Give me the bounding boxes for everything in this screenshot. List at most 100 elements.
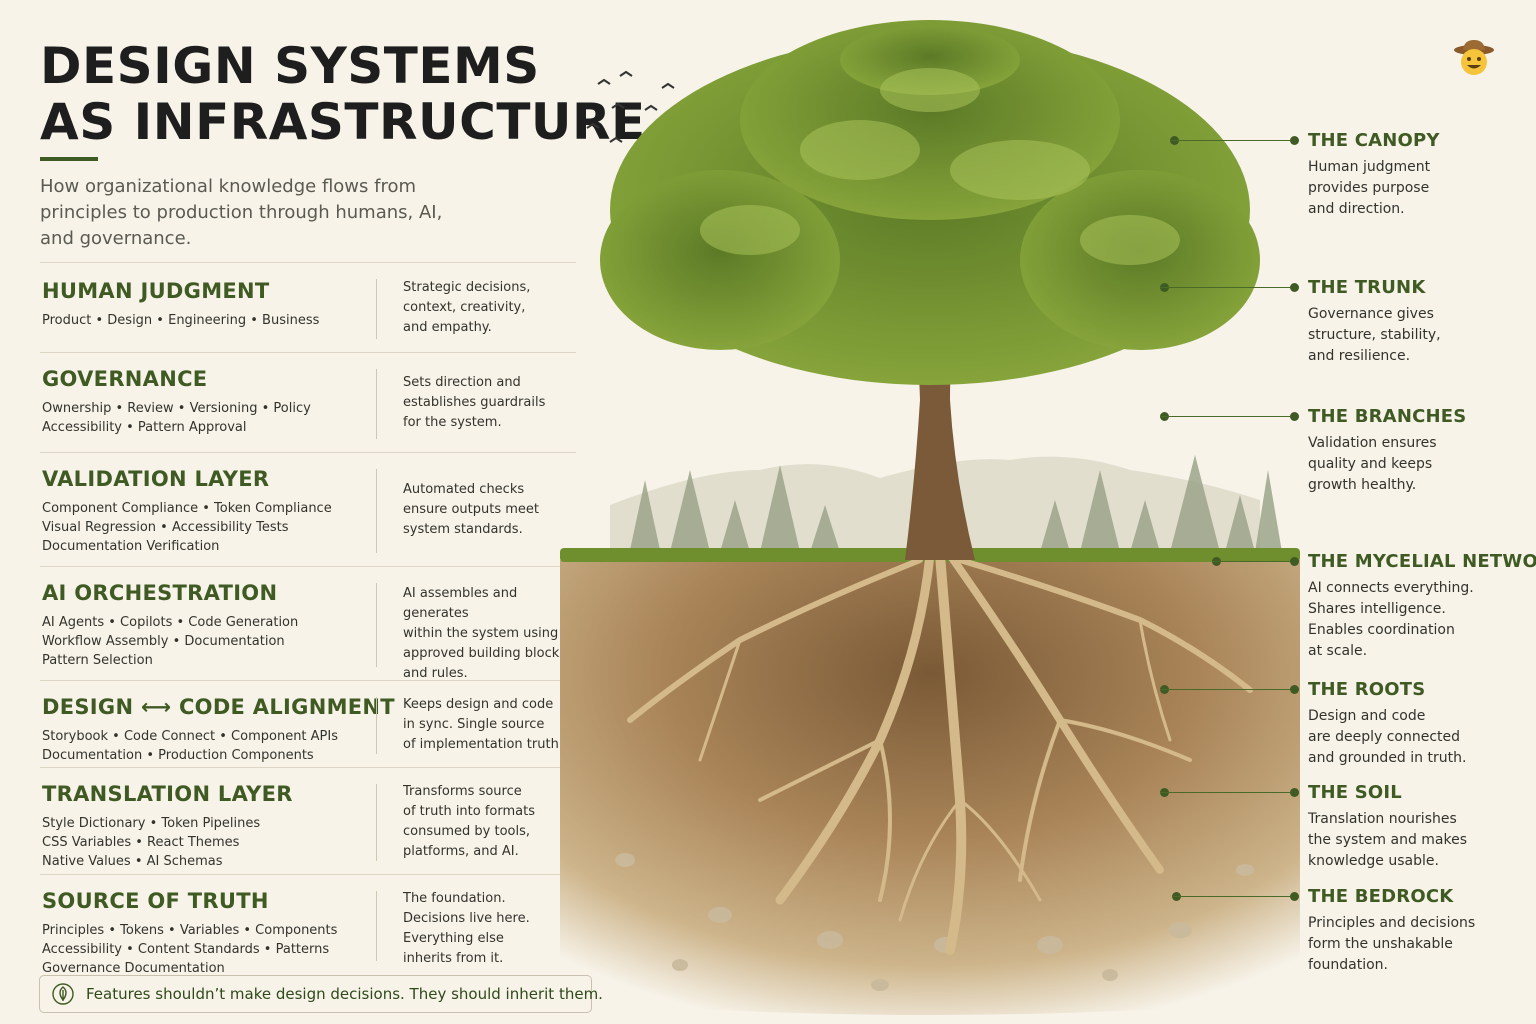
layer-tag-line: Principles • Tokens • Variables • Compon… [42,923,338,938]
callout-text-line: growth healthy. [1308,477,1417,493]
layer-tag-line: Storybook • Code Connect • Component API… [42,729,339,744]
layer-desc-line: platforms, and AI. [403,844,519,859]
callout-text-line: Translation nourishes [1308,811,1457,827]
callout-text-line: Governance gives [1308,306,1434,322]
layer-desc-line: and empathy. [403,320,492,335]
layer-desc-line: within the system using [403,626,559,641]
callout-title: THE BEDROCK [1308,886,1454,907]
layer-description: Strategic decisions, context, creativity,… [403,278,579,338]
callout-line [1160,689,1290,690]
layer-row: VALIDATION LAYER Component Compliance • T… [40,452,576,567]
layer-tag-line: Governance Documentation [42,961,225,976]
layer-desc-line: consumed by tools, [403,824,530,839]
callout-text-line: and direction. [1308,201,1405,217]
layer-tag-line: Product • Design • Engineering • Busines… [42,313,320,328]
layer-desc-line: in sync. Single source [403,717,545,732]
page-title: DESIGN SYSTEMS AS INFRASTRUCTURE [40,38,646,150]
callout-title: THE TRUNK [1308,277,1426,298]
layer-divider [376,891,377,961]
cowboy-emoji-icon [1454,40,1494,75]
callout-line [1160,287,1290,288]
layer-title: DESIGN ⟷ CODE ALIGNMENT [42,695,395,719]
layer-desc-line: inherits from it. [403,951,504,966]
layer-tag-line: Style Dictionary • Token Pipelines [42,816,261,831]
callout-line [1172,896,1290,897]
callout-text-line: Principles and decisions [1308,915,1476,931]
layer-desc-line: of truth into formats [403,804,535,819]
layer-description: The foundation.Decisions live here.Every… [403,889,579,969]
layer-title: VALIDATION LAYER [42,467,270,491]
layer-desc-line: Everything else [403,931,504,946]
footer-text: Features shouldn’t make design decisions… [86,985,603,1003]
layer-row: TRANSLATION LAYER Style Dictionary • Toke… [40,767,576,875]
callout-title: THE CANOPY [1308,130,1440,151]
layer-row: SOURCE OF TRUTH Principles • Tokens • Var… [40,874,579,978]
layer-divider [376,784,377,861]
tree-illustration [560,20,1300,1015]
callout-line [1160,416,1290,417]
layer-tag-line: Component Compliance • Token Compliance [42,501,332,516]
layer-tags: Storybook • Code Connect • Component API… [42,727,362,765]
callout-text-line: are deeply connected [1308,729,1461,745]
callout-text-line: foundation. [1308,957,1388,973]
callout-text-line: the system and makes [1308,832,1468,848]
title-line-1: DESIGN SYSTEMS [40,37,540,95]
callout-dot-end [1290,557,1299,566]
layer-desc-line: AI assembles and generates [403,586,518,621]
layer-tag-line: Visual Regression • Accessibility Tests [42,520,289,535]
layer-desc-line: Transforms source [403,784,522,799]
layer-desc-line: for the system. [403,415,502,430]
layer-desc-line: establishes guardrails [403,395,546,410]
layer-tag-line: Accessibility • Pattern Approval [42,420,247,435]
layer-desc-line: Strategic decisions, [403,280,531,295]
layer-divider [376,279,377,339]
callout-title: THE ROOTS [1308,679,1426,700]
callout-dot-end [1290,685,1299,694]
layer-tags: Principles • Tokens • Variables • Compon… [42,921,362,978]
layer-tags: Ownership • Review • Versioning • Policy… [42,399,362,437]
layer-title: SOURCE OF TRUTH [42,889,269,913]
layer-description: AI assembles and generates within the sys… [403,584,579,684]
layer-title: TRANSLATION LAYER [42,782,293,806]
layer-divider [376,369,377,439]
callout-line [1212,561,1290,562]
layer-desc-line: ensure outputs meet [403,502,539,517]
callout-text-line: structure, stability, [1308,327,1441,343]
layer-tag-line: CSS Variables • React Themes [42,835,240,850]
callout-text: Translation nourishes the system and make… [1308,809,1528,872]
callout-dot-end [1290,283,1299,292]
layer-tag-line: Documentation • Production Components [42,748,314,763]
layer-desc-line: approved building blocks [403,646,567,661]
layer-tag-line: Ownership • Review • Versioning • Policy [42,401,311,416]
title-underline [40,157,98,161]
callout-dot-end [1290,136,1299,145]
birds-icon [586,70,675,143]
roots [627,550,1253,955]
layer-divider [376,583,377,667]
layer-divider [376,697,377,754]
layer-desc-line: context, creativity, [403,300,526,315]
callout-text-line: Human judgment [1308,159,1431,175]
callout-text-line: Shares intelligence. [1308,601,1446,617]
layer-title: AI ORCHESTRATION [42,581,278,605]
callout-line [1160,792,1290,793]
callout-text-line: at scale. [1308,643,1368,659]
callout-text-line: knowledge usable. [1308,853,1439,869]
callout-dot-end [1290,892,1299,901]
layer-title: GOVERNANCE [42,367,208,391]
callout-text-line: Enables coordination [1308,622,1455,638]
layer-tag-line: Documentation Verification [42,539,220,554]
subtitle: How organizational knowledge flows from … [40,176,443,249]
layer-tag-line: Accessibility • Content Standards • Patt… [42,942,330,957]
callout-line [1170,140,1290,141]
callout-text-line: Validation ensures [1308,435,1437,451]
